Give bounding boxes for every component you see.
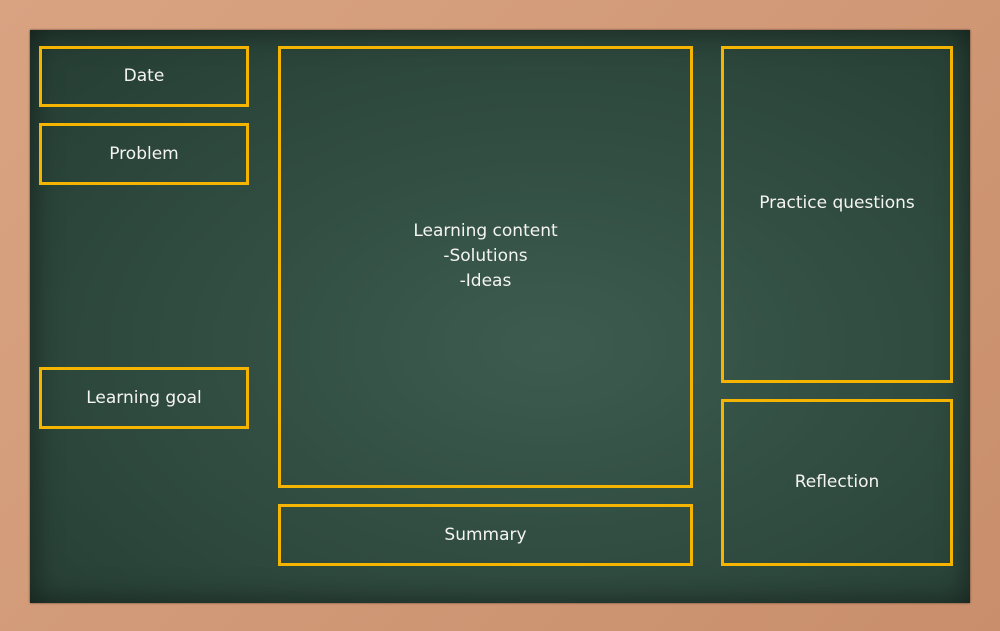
summary-label: Summary <box>444 524 527 545</box>
reflection-box: Reflection <box>721 399 953 566</box>
learning-content-box: Learning content -Solutions -Ideas <box>278 46 693 488</box>
practice-questions-box: Practice questions <box>721 46 953 383</box>
reflection-label: Reflection <box>794 472 880 492</box>
learning-content-item: -Ideas <box>459 271 512 291</box>
practice-questions-label: Practice questions <box>759 193 915 213</box>
problem-label: Problem <box>109 143 179 164</box>
learning-goal-box: Learning goal <box>39 367 249 429</box>
learning-content-item: -Solutions <box>443 246 528 266</box>
problem-box: Problem <box>39 123 249 185</box>
summary-box: Summary <box>278 504 693 566</box>
learning-goal-label: Learning goal <box>86 387 202 408</box>
learning-content-title: Learning content <box>413 221 558 241</box>
date-box: Date <box>39 46 249 107</box>
date-label: Date <box>123 66 165 86</box>
